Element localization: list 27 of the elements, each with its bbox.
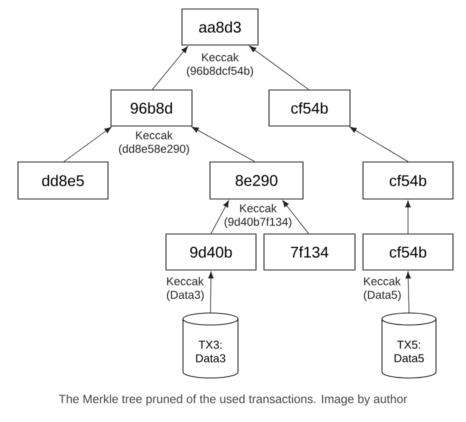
tree-node-box: cf54b — [268, 90, 350, 126]
database-cylinder: TX5: Data5 — [382, 312, 436, 378]
database-cylinder: TX3: Data3 — [182, 312, 238, 378]
hash-label: Keccak (Data5) — [364, 276, 401, 302]
hash-label: Keccak (Data3) — [166, 276, 204, 302]
arrow — [249, 46, 310, 90]
tree-node-box: dd8e5 — [18, 162, 108, 200]
tree-node-box: 8e290 — [210, 162, 304, 200]
hash-label: Keccak (dd8e58e290) — [119, 130, 189, 156]
arrow — [192, 126, 255, 162]
hash-label: Keccak (9d40b7f134) — [224, 204, 292, 228]
arrow — [210, 200, 229, 234]
arrow — [282, 200, 309, 234]
tree-node-box: cf54b — [362, 162, 454, 200]
tree-node-box: 96b8d — [110, 90, 192, 126]
tree-node-box: aa8d3 — [182, 8, 258, 46]
arrow — [64, 126, 112, 162]
tree-node-box: 9d40b — [166, 234, 256, 270]
arrow — [405, 272, 411, 314]
arrow — [208, 272, 214, 314]
tree-node-box: 7f134 — [264, 234, 356, 270]
tree-node-box: cf54b — [362, 234, 454, 270]
hash-label: Keccak (96b8dcf54b) — [186, 52, 254, 78]
arrow — [152, 46, 188, 90]
caption: The Merkle tree pruned of the used transactions. Image by author — [58, 394, 408, 406]
arrow — [350, 126, 408, 162]
arrow — [405, 200, 411, 234]
